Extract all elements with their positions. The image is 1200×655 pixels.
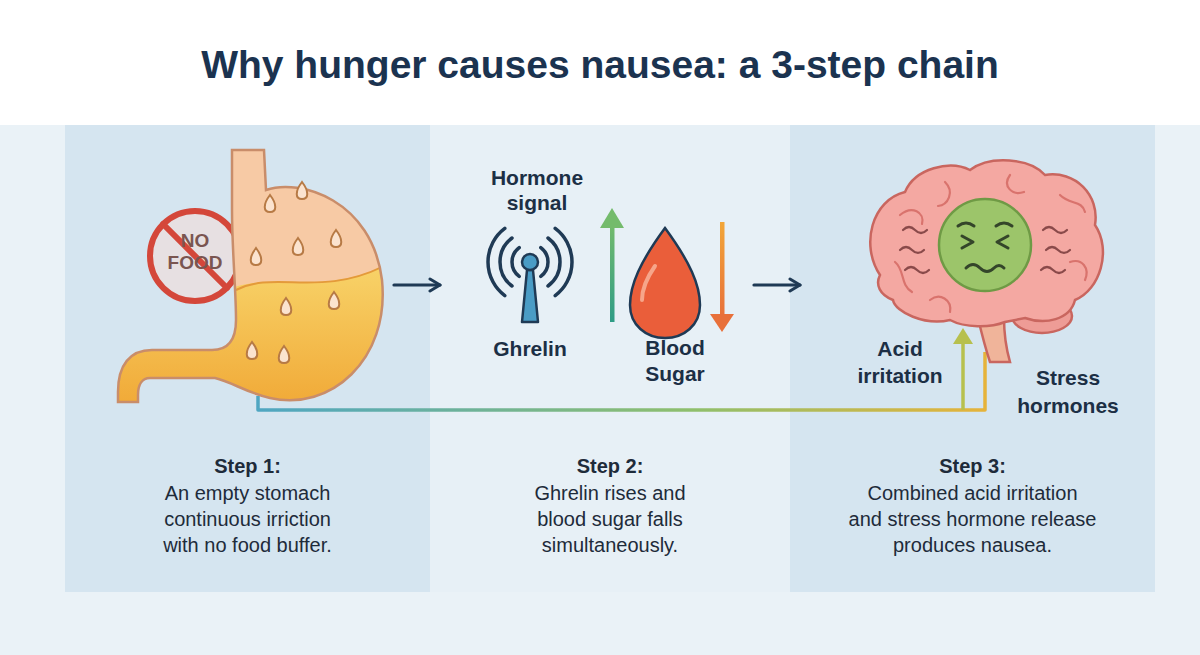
eyebrow	[996, 223, 1012, 226]
gyrus-line	[895, 262, 912, 292]
brain-gyri	[895, 175, 1087, 312]
wave-line	[905, 267, 929, 273]
flow-arrow	[754, 283, 800, 286]
signal-arc	[548, 238, 560, 286]
up-arrow-shaft	[610, 224, 615, 322]
closed-eye	[962, 236, 973, 248]
step-heading: Step 2:	[430, 453, 790, 479]
gyrus-line	[1060, 195, 1085, 212]
step-panel: Step 1:An empty stomach continuous irric…	[65, 125, 430, 592]
acid-drop	[281, 298, 292, 315]
signal-dot	[522, 254, 538, 270]
down-arrow-shaft	[720, 222, 725, 318]
gyrus-line	[938, 182, 950, 206]
stomach-acid	[110, 262, 392, 420]
gyrus-line	[900, 210, 922, 224]
diagram-title: Why hunger causes nausea: a 3-step chain	[0, 44, 1200, 86]
queasy-waves	[900, 227, 1070, 273]
wave-line	[1043, 227, 1067, 233]
acid-drop	[331, 230, 342, 247]
acid-drop	[251, 248, 262, 265]
acid-drop	[293, 238, 304, 255]
acid-drop	[297, 182, 308, 199]
signal-mast	[522, 270, 538, 322]
signal-arc	[488, 228, 505, 295]
face-features	[958, 223, 1012, 272]
icon-label: Hormone signal	[487, 165, 587, 215]
signal-icon	[488, 228, 572, 322]
no-food-slash	[163, 224, 227, 288]
acid-surface	[236, 266, 384, 290]
step-text: Combined acid irritation and stress horm…	[848, 480, 1097, 558]
pathway-line	[258, 328, 985, 410]
signal-arc	[500, 238, 512, 286]
closed-eye	[997, 236, 1008, 248]
gyrus-line	[930, 297, 950, 312]
up-arrow-head	[600, 208, 624, 228]
stomach-outline	[118, 150, 383, 402]
cerebellum	[1012, 299, 1072, 333]
pathway-branch	[961, 340, 965, 410]
down-arrow-head	[710, 314, 734, 332]
gyrus-line	[1007, 175, 1024, 193]
icon-label: Ghrelin	[470, 336, 590, 362]
wave-line	[903, 227, 927, 233]
step-panel: Step 3:Combined acid irritation and stre…	[790, 125, 1155, 592]
acid-drop	[265, 195, 276, 212]
ghrelin-up-arrow	[600, 208, 624, 322]
pathway-wire	[258, 352, 985, 410]
acid-drop	[247, 342, 258, 359]
wave-line	[1046, 247, 1070, 253]
acid-drops	[247, 182, 342, 363]
blood-drop	[630, 228, 700, 338]
cerebrum	[870, 160, 1103, 326]
wave-line	[1041, 267, 1065, 273]
signal-arc	[541, 248, 548, 277]
step-text: An empty stomach continuous irriction wi…	[153, 480, 343, 558]
step-text: Ghrelin rises and blood sugar falls simu…	[520, 480, 700, 558]
signal-arc	[555, 228, 572, 295]
step-panel: Step 2:Ghrelin rises and blood sugar fal…	[430, 125, 790, 592]
no-food-circle	[150, 211, 240, 301]
acid-drop	[279, 346, 290, 363]
wave-line	[900, 247, 924, 253]
stomach-body	[118, 150, 383, 402]
brain-illustration	[870, 160, 1103, 362]
acid-drop	[329, 292, 340, 309]
icon-label: Acid irritation	[848, 335, 952, 389]
queasy-mouth	[966, 265, 1004, 272]
blood-drop-highlight	[642, 266, 655, 300]
brain-stem	[978, 318, 1010, 362]
icon-label: Blood Sugar	[630, 335, 720, 387]
eyebrow	[958, 223, 974, 226]
icon-label: Stress hormones	[1010, 364, 1126, 420]
sign-text: NO FOOD	[160, 230, 230, 274]
step-heading: Step 1:	[65, 453, 430, 479]
pathway-arrowhead	[953, 328, 973, 344]
no-food-sign	[150, 211, 240, 301]
sugar-down-arrow	[710, 222, 734, 332]
blood-drop-shape	[630, 228, 700, 338]
flow-arrow	[394, 283, 440, 286]
signal-arc	[512, 248, 519, 277]
stomach-illustration	[110, 150, 392, 420]
gyrus-line	[1070, 261, 1087, 280]
nausea-face	[939, 199, 1031, 291]
step-heading: Step 3:	[790, 453, 1155, 479]
